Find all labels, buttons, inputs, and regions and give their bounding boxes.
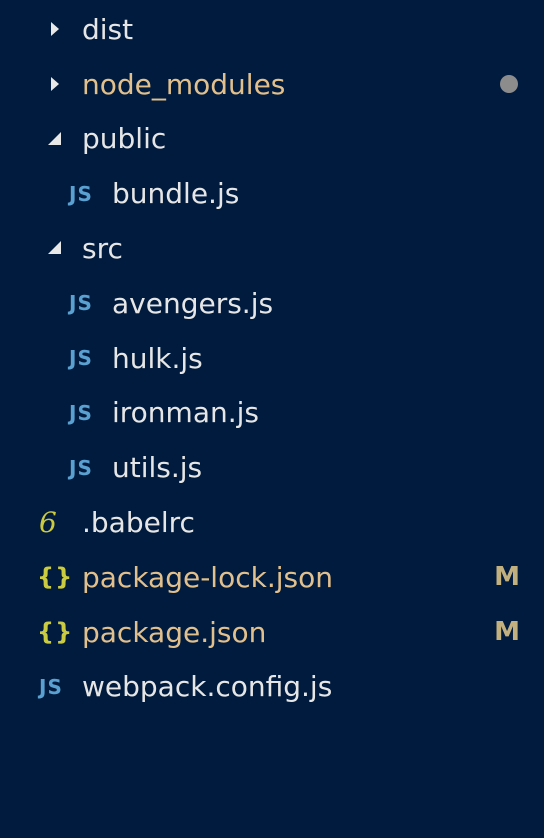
js-file-icon: JS	[69, 400, 93, 425]
tree-item-label: hulk.js	[112, 341, 203, 375]
tree-item-label: src	[82, 232, 123, 266]
tree-item-node-modules[interactable]: node_modules	[0, 57, 544, 112]
tree-item-bundle-js[interactable]: JS bundle.js	[0, 166, 544, 221]
json-file-icon: {}	[37, 618, 74, 647]
chevron-right-icon[interactable]	[51, 76, 59, 91]
tree-item-label: utils.js	[112, 451, 203, 485]
git-status-badge: M	[494, 617, 520, 648]
tree-item-package-json[interactable]: {} package.json M	[0, 605, 544, 660]
tree-item-label: webpack.config.js	[82, 670, 333, 704]
tree-item-label: avengers.js	[112, 286, 274, 320]
chevron-down-icon[interactable]	[48, 131, 61, 145]
tree-item-package-lock-json[interactable]: {} package-lock.json M	[0, 550, 544, 605]
json-file-icon: {}	[37, 563, 74, 592]
chevron-down-icon[interactable]	[48, 241, 61, 255]
git-status-badge: M	[494, 562, 520, 593]
tree-item-ironman-js[interactable]: JS ironman.js	[0, 386, 544, 441]
tree-item-label: node_modules	[82, 67, 286, 101]
modified-dot-icon	[500, 74, 518, 93]
tree-item-label: .babelrc	[82, 506, 195, 540]
tree-item-utils-js[interactable]: JS utils.js	[0, 440, 544, 495]
tree-item-avengers-js[interactable]: JS avengers.js	[0, 276, 544, 331]
js-file-icon: JS	[69, 181, 93, 206]
js-file-icon: JS	[69, 346, 93, 371]
tree-item-webpack-config-js[interactable]: JS webpack.config.js	[0, 660, 544, 715]
tree-item-public[interactable]: public	[0, 112, 544, 167]
tree-item-dist[interactable]: dist	[0, 2, 544, 57]
tree-item-label: dist	[82, 12, 134, 46]
file-explorer-tree: dist node_modules public JS bundle.js sr…	[0, 2, 544, 714]
tree-item-label: package-lock.json	[82, 560, 333, 594]
tree-item-label: ironman.js	[112, 396, 259, 430]
tree-item-label: bundle.js	[112, 177, 240, 211]
chevron-right-icon[interactable]	[51, 22, 59, 36]
babel-file-icon: 6	[39, 506, 57, 540]
tree-item-label: package.json	[82, 615, 267, 649]
js-file-icon: JS	[69, 455, 93, 480]
tree-item-hulk-js[interactable]: JS hulk.js	[0, 331, 544, 386]
js-file-icon: JS	[69, 291, 93, 316]
js-file-icon: JS	[39, 674, 63, 699]
tree-item-label: public	[82, 122, 167, 156]
tree-item-babelrc[interactable]: 6 .babelrc	[0, 495, 544, 550]
tree-item-src[interactable]: src	[0, 221, 544, 276]
